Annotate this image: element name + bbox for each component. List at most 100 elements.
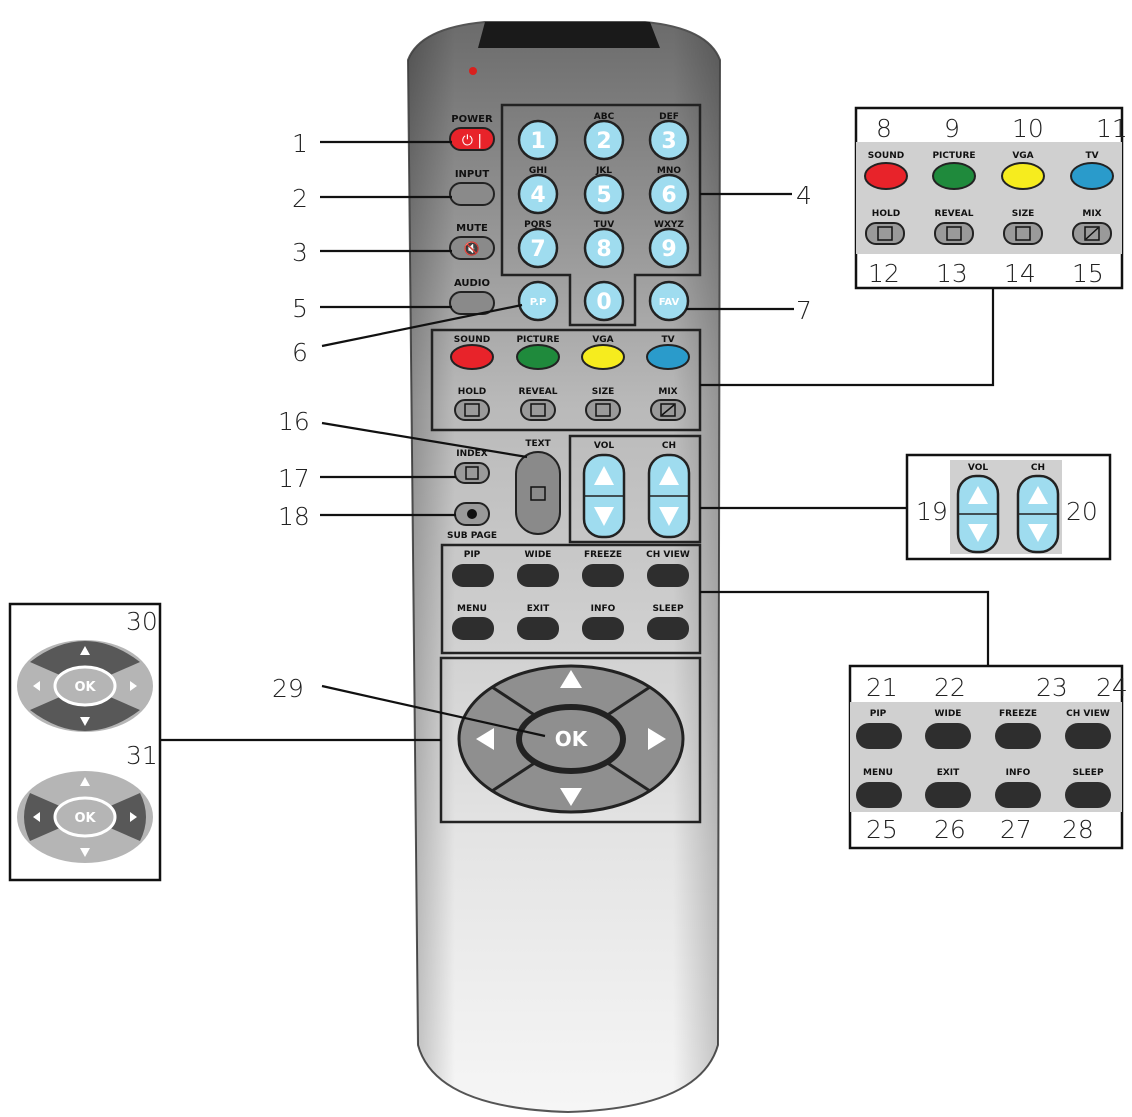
detail1-right-icon — [130, 681, 137, 691]
mute-button[interactable] — [449, 236, 495, 260]
ch-label: CH — [662, 441, 676, 451]
nav-down-icon — [560, 788, 582, 806]
callout-18: 18 — [278, 502, 310, 531]
freeze-button[interactable] — [582, 564, 624, 587]
freeze-label: FREEZE — [584, 550, 622, 560]
callout-10: 10 — [1012, 114, 1044, 143]
digit-9-button[interactable]: 9 — [648, 227, 690, 269]
input-label: INPUT — [455, 169, 490, 180]
picture-green-button[interactable] — [516, 344, 560, 370]
sound-red-button[interactable] — [450, 344, 494, 370]
detail-menu-key — [856, 782, 902, 808]
callout-12: 12 — [868, 259, 900, 288]
digit-5-button[interactable]: 5 — [583, 173, 625, 215]
ir-window — [478, 22, 660, 48]
teletext-nav-section: INDEX SUB PAGE TEXT VOL CH — [447, 434, 702, 544]
vol-rocker[interactable] — [582, 453, 626, 539]
keypad-letters-ghi: GHI — [529, 166, 547, 176]
vol-label: VOL — [594, 441, 614, 451]
ok-button[interactable] — [516, 704, 626, 774]
ch-rocker[interactable] — [647, 453, 691, 539]
callout-9: 9 — [944, 114, 960, 143]
callout-25: 25 — [866, 815, 898, 844]
callout-15: 15 — [1072, 259, 1104, 288]
power-label: POWER — [451, 114, 493, 125]
hold-button[interactable] — [454, 399, 490, 421]
svg-text:9: 9 — [661, 237, 676, 262]
detail-menu-label: MENU — [863, 768, 893, 778]
vga-key-label: VGA — [592, 335, 613, 345]
pp-button[interactable]: P.P — [517, 280, 559, 322]
sleep-button[interactable] — [647, 617, 689, 640]
audio-button[interactable] — [449, 291, 495, 315]
digit-8-button[interactable]: 8 — [583, 227, 625, 269]
tv-blue-button[interactable] — [646, 344, 690, 370]
detail-reveal-key — [934, 222, 974, 245]
detail-vol-label: VOL — [968, 463, 988, 473]
ch-up-icon — [659, 466, 679, 485]
ch-down-icon — [659, 507, 679, 526]
fav-button[interactable]: FAV — [648, 280, 690, 322]
text-button[interactable] — [515, 451, 561, 535]
subpage-icon — [467, 509, 477, 519]
detail-info-key — [995, 782, 1041, 808]
detail-info-label: INFO — [1006, 768, 1031, 778]
callout-5: 5 — [292, 294, 308, 323]
detail-freeze-key — [995, 723, 1041, 749]
reveal-button[interactable] — [520, 399, 556, 421]
exit-button[interactable] — [517, 617, 559, 640]
svg-text:6: 6 — [661, 183, 676, 208]
detail-ch-label: CH — [1031, 463, 1045, 473]
keypad-letters-jkl: JKL — [595, 166, 612, 176]
callout-23: 23 — [1036, 673, 1068, 702]
nav-pad[interactable]: OK — [457, 664, 685, 814]
size-key-label: SIZE — [592, 387, 615, 397]
detail-hold-icon — [877, 226, 893, 241]
sound-key-label: SOUND — [454, 335, 490, 345]
menu-button[interactable] — [452, 617, 494, 640]
mute-icon: 🔇 — [464, 241, 480, 257]
svg-text:7: 7 — [530, 237, 545, 262]
chview-button[interactable] — [647, 564, 689, 587]
digit-4-button[interactable]: 4 — [517, 173, 559, 215]
info-button[interactable] — [582, 617, 624, 640]
mix-button[interactable] — [650, 399, 686, 421]
callout-8: 8 — [876, 114, 892, 143]
detail-exit-key — [925, 782, 971, 808]
digit-3-button[interactable]: 3 — [648, 119, 690, 161]
detail-sleep-label: SLEEP — [1072, 768, 1104, 778]
detail-mix-key — [1072, 222, 1112, 245]
callout-26: 26 — [934, 815, 966, 844]
exit-label: EXIT — [527, 604, 550, 614]
digit-2-button[interactable]: 2 — [583, 119, 625, 161]
input-button[interactable] — [449, 182, 495, 206]
pip-button[interactable] — [452, 564, 494, 587]
detail2-up-icon — [80, 777, 90, 786]
svg-text:2: 2 — [596, 129, 611, 154]
size-button[interactable] — [585, 399, 621, 421]
power-button[interactable] — [449, 127, 495, 151]
digit-1-button[interactable]: 1 — [517, 119, 559, 161]
wide-button[interactable] — [517, 564, 559, 587]
keypad-letters-pqrs: PQRS — [524, 220, 552, 230]
digit-7-button[interactable]: 7 — [517, 227, 559, 269]
callout-29: 29 — [272, 674, 304, 703]
mute-label: MUTE — [456, 223, 488, 234]
callout-13: 13 — [936, 259, 968, 288]
svg-text:OK: OK — [555, 727, 589, 751]
subpage-button[interactable] — [454, 502, 490, 526]
digit-0-button[interactable]: 0 — [583, 280, 625, 322]
digit-6-button[interactable]: 6 — [648, 173, 690, 215]
hold-key-label: HOLD — [458, 387, 486, 397]
detail-chview-label: CH VIEW — [1066, 709, 1110, 719]
callout-numbers: 1 2 3 4 5 6 7 16 17 18 29 — [272, 129, 812, 703]
detail1-down-icon — [80, 717, 90, 726]
function-keys-section: PIP WIDE FREEZE CH VIEW MENU EXIT INFO S… — [440, 543, 702, 655]
index-button[interactable] — [454, 462, 490, 484]
callout-3: 3 — [292, 238, 308, 267]
detail-box-nav-pad: 30 OK 31 OK — [8, 602, 162, 882]
vga-yellow-button[interactable] — [581, 344, 625, 370]
detail-reveal-icon — [946, 226, 962, 241]
pip-label: PIP — [464, 550, 481, 560]
